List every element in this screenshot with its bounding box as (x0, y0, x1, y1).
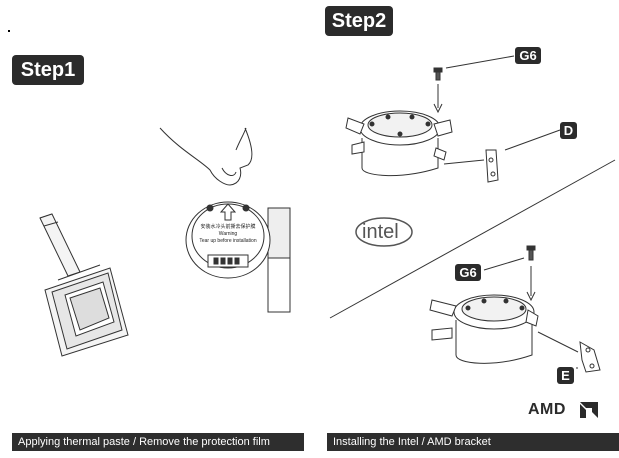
bracket-e-label: E (557, 367, 574, 384)
amd-logo-text: AMD (528, 401, 566, 418)
intel-pump-illustration (345, 55, 561, 183)
step2-badge: Step2 (325, 6, 393, 36)
cpu-socket-illustration (39, 213, 129, 357)
pump-head-illustration (185, 201, 291, 313)
amd-pump-illustration (429, 245, 601, 373)
intel-logo-text: intel (362, 221, 399, 243)
step1-badge: Step1 (12, 55, 84, 85)
pump-warning-label: 安装水冷头前撕去保护膜 Warning Tear up before insta… (196, 224, 260, 245)
g6-screw-label-bottom: G6 (455, 264, 481, 281)
diagonal-divider (329, 159, 616, 319)
pump-warning-text: Tear up before installation (199, 238, 257, 244)
caption-right: Installing the Intel / AMD bracket (327, 433, 619, 451)
hand-illustration (159, 127, 253, 186)
g6-screw-label-top: G6 (515, 47, 541, 64)
pump-warning-title: Warning (218, 231, 238, 237)
intel-logo-swoosh (355, 217, 413, 247)
caption-left: Applying thermal paste / Remove the prot… (12, 433, 304, 451)
bracket-d-label: D (560, 122, 577, 139)
stray-dot (8, 30, 10, 32)
amd-logo-mark (580, 402, 598, 418)
pump-warning-chinese: 安装水冷头前撕去保护膜 (200, 224, 256, 230)
